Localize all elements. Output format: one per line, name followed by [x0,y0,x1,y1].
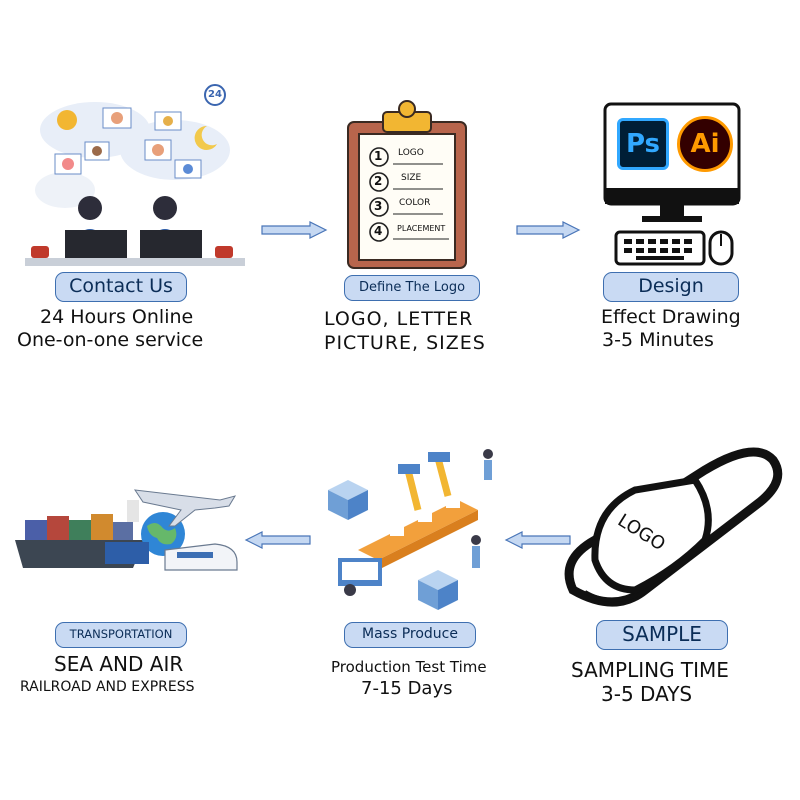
24-hour-badge-icon: 24 [204,84,226,106]
transport-line1: SEA AND AIR [54,652,184,676]
illustrator-icon: Ai [677,116,733,172]
checklist-number-2: 2 [374,174,383,188]
slipper-illustration [555,440,785,620]
contact-us-line1: 24 Hours Online [40,306,194,328]
photoshop-icon-text: Ps [625,129,661,159]
checklist-number-1: 1 [374,149,383,163]
contact-us-label: Contact Us [55,272,187,302]
illustrator-icon-text: Ai [690,129,720,159]
mass-production-illustration [318,440,498,615]
checklist-number-3: 3 [374,199,383,213]
checklist-number-4: 4 [374,224,383,238]
mass-line2: 7-15 Days [361,678,453,699]
checklist-item-color: COLOR [399,198,431,208]
checklist-item-size: SIZE [401,173,422,183]
contact-illustration [25,80,245,270]
sample-line1: SAMPLING TIME [571,658,729,682]
transportation-illustration [15,470,240,580]
checklist-item-placement: PLACEMENT [397,224,446,233]
mass-line1: Production Test Time [331,658,487,676]
transportation-label: TRANSPORTATION [55,622,187,648]
clipboard-illustration [345,100,470,270]
sample-line2: 3-5 DAYS [601,682,693,706]
arrow-left-icon [504,531,571,549]
design-label: Design [603,272,739,302]
define-line1: LOGO, LETTER [324,308,474,330]
sample-label: SAMPLE [596,620,728,650]
define-line2: PICTURE, SIZES [324,332,486,354]
arrow-left-icon [244,531,311,549]
transport-line2: RAILROAD AND EXPRESS [20,679,195,695]
photoshop-icon: Ps [617,118,669,170]
contact-us-line2: One-on-one service [17,329,204,351]
mass-produce-label: Mass Produce [344,622,476,648]
design-line2: 3-5 Minutes [602,329,714,351]
checklist-item-logo: LOGO [398,148,424,158]
design-line1: Effect Drawing [601,306,741,328]
arrow-right-icon [261,221,328,239]
arrow-right-icon [516,221,581,239]
24-hour-badge-text: 24 [208,89,222,100]
define-the-logo-label: Define The Logo [344,275,480,301]
